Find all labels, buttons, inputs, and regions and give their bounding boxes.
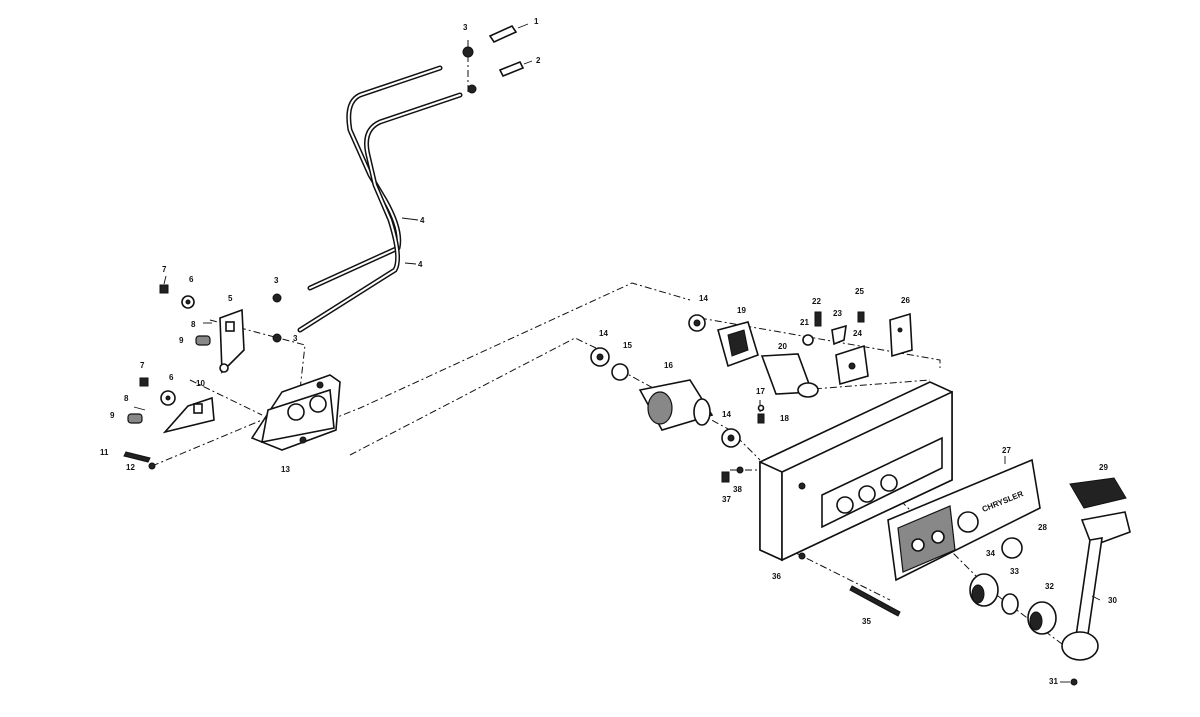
lever-5 — [219, 308, 245, 374]
control-housing-36 — [759, 381, 953, 562]
lever-5-eye — [219, 363, 229, 373]
screw-8-lower — [133, 406, 146, 411]
washer-6-lower-hole — [165, 395, 171, 401]
retainer-14-b — [688, 314, 706, 332]
label-6-lower: 6 — [169, 373, 174, 382]
cable-end-pin-1 — [488, 23, 529, 44]
lever-10-slot — [193, 403, 203, 414]
screw-11 — [123, 451, 151, 463]
ball-38 — [736, 466, 744, 474]
shaft-16 — [638, 379, 714, 431]
bolt-35 — [849, 585, 901, 617]
label-29: 29 — [1099, 463, 1108, 472]
label-21: 21 — [800, 318, 809, 327]
label-3-mid: 3 — [274, 276, 279, 285]
ring-15 — [611, 363, 629, 381]
control-cables-4 — [297, 65, 463, 333]
label-7-lower: 7 — [140, 361, 145, 370]
cam-19 — [717, 321, 759, 368]
spring-37 — [721, 471, 730, 483]
label-27: 27 — [1002, 446, 1011, 455]
label-17: 17 — [756, 387, 765, 396]
bracket-13 — [250, 374, 341, 451]
screw-7-upper — [159, 275, 169, 294]
pin-9-lower — [127, 413, 143, 424]
label-12: 12 — [126, 463, 135, 472]
label-9-lower: 9 — [110, 411, 115, 420]
label-15: 15 — [623, 341, 632, 350]
pin-9-upper — [195, 335, 211, 346]
label-6-upper: 6 — [189, 275, 194, 284]
washer-33 — [1001, 593, 1019, 615]
label-25: 25 — [855, 287, 864, 296]
screw-31 — [1070, 678, 1078, 686]
label-33: 33 — [1010, 567, 1019, 576]
label-14-right: 14 — [722, 410, 731, 419]
spring-23 — [831, 324, 847, 346]
label-16: 16 — [664, 361, 673, 370]
label-leaders — [1004, 456, 1101, 683]
label-8-upper: 8 — [191, 320, 196, 329]
label-34: 34 — [986, 549, 995, 558]
switch-plate-26 — [889, 312, 913, 358]
part-labels: 1 2 3 3 3 4 4 5 6 6 7 7 8 8 9 9 10 11 12… — [100, 17, 1117, 686]
name-plate-27: CHRYSLER — [887, 458, 1041, 582]
label-19: 19 — [737, 306, 746, 315]
screw-25 — [857, 311, 865, 323]
screw-22 — [814, 311, 822, 327]
label-36: 36 — [772, 572, 781, 581]
handle-grip-29 — [1069, 477, 1127, 509]
screw-7-lower — [139, 377, 149, 387]
label-5: 5 — [228, 294, 233, 303]
label-32: 32 — [1045, 582, 1054, 591]
label-18: 18 — [780, 414, 789, 423]
label-3-low: 3 — [293, 334, 298, 343]
cap-28 — [1001, 537, 1023, 559]
label-23: 23 — [833, 309, 842, 318]
label-20: 20 — [778, 342, 787, 351]
retainer-14-c — [721, 428, 741, 448]
label-31: 31 — [1049, 677, 1058, 686]
bushing-32 — [1027, 601, 1057, 635]
nut-12 — [148, 462, 156, 470]
nut-3-top — [462, 46, 474, 58]
label-2: 2 — [536, 56, 541, 65]
label-22: 22 — [812, 297, 821, 306]
bushing-34 — [969, 573, 999, 607]
clip-21 — [802, 334, 814, 346]
label-7-upper: 7 — [162, 265, 167, 274]
bracket-24-hole — [848, 362, 856, 370]
nut-3-top-lower — [467, 84, 477, 94]
control-lever-30 — [1061, 511, 1131, 661]
label-14-left: 14 — [599, 329, 608, 338]
label-35: 35 — [862, 617, 871, 626]
label-26: 26 — [901, 296, 910, 305]
label-30: 30 — [1108, 596, 1117, 605]
label-8-lower: 8 — [124, 394, 129, 403]
label-3-top: 3 — [463, 23, 468, 32]
label-1: 1 — [534, 17, 539, 26]
washer-6-upper-hole — [185, 299, 191, 305]
label-24: 24 — [853, 329, 862, 338]
label-4-upper: 4 — [420, 216, 425, 225]
label-13: 13 — [281, 465, 290, 474]
nut-3-mid — [272, 293, 282, 303]
label-10: 10 — [196, 379, 205, 388]
ball-17 — [757, 404, 765, 412]
plunger-20 — [760, 353, 819, 398]
label-28: 28 — [1038, 523, 1047, 532]
label-4-lower: 4 — [418, 260, 423, 269]
label-38: 38 — [733, 485, 742, 494]
cable-end-pin-2 — [498, 60, 533, 78]
lever-5-slot — [225, 321, 235, 332]
label-9-upper: 9 — [179, 336, 184, 345]
label-37: 37 — [722, 495, 731, 504]
nut-3-low — [272, 333, 282, 343]
switch-plate-26-hole — [897, 327, 903, 333]
retainer-14-a — [590, 347, 610, 367]
spring-18 — [757, 413, 765, 424]
label-11: 11 — [100, 448, 109, 457]
label-14-top: 14 — [699, 294, 708, 303]
